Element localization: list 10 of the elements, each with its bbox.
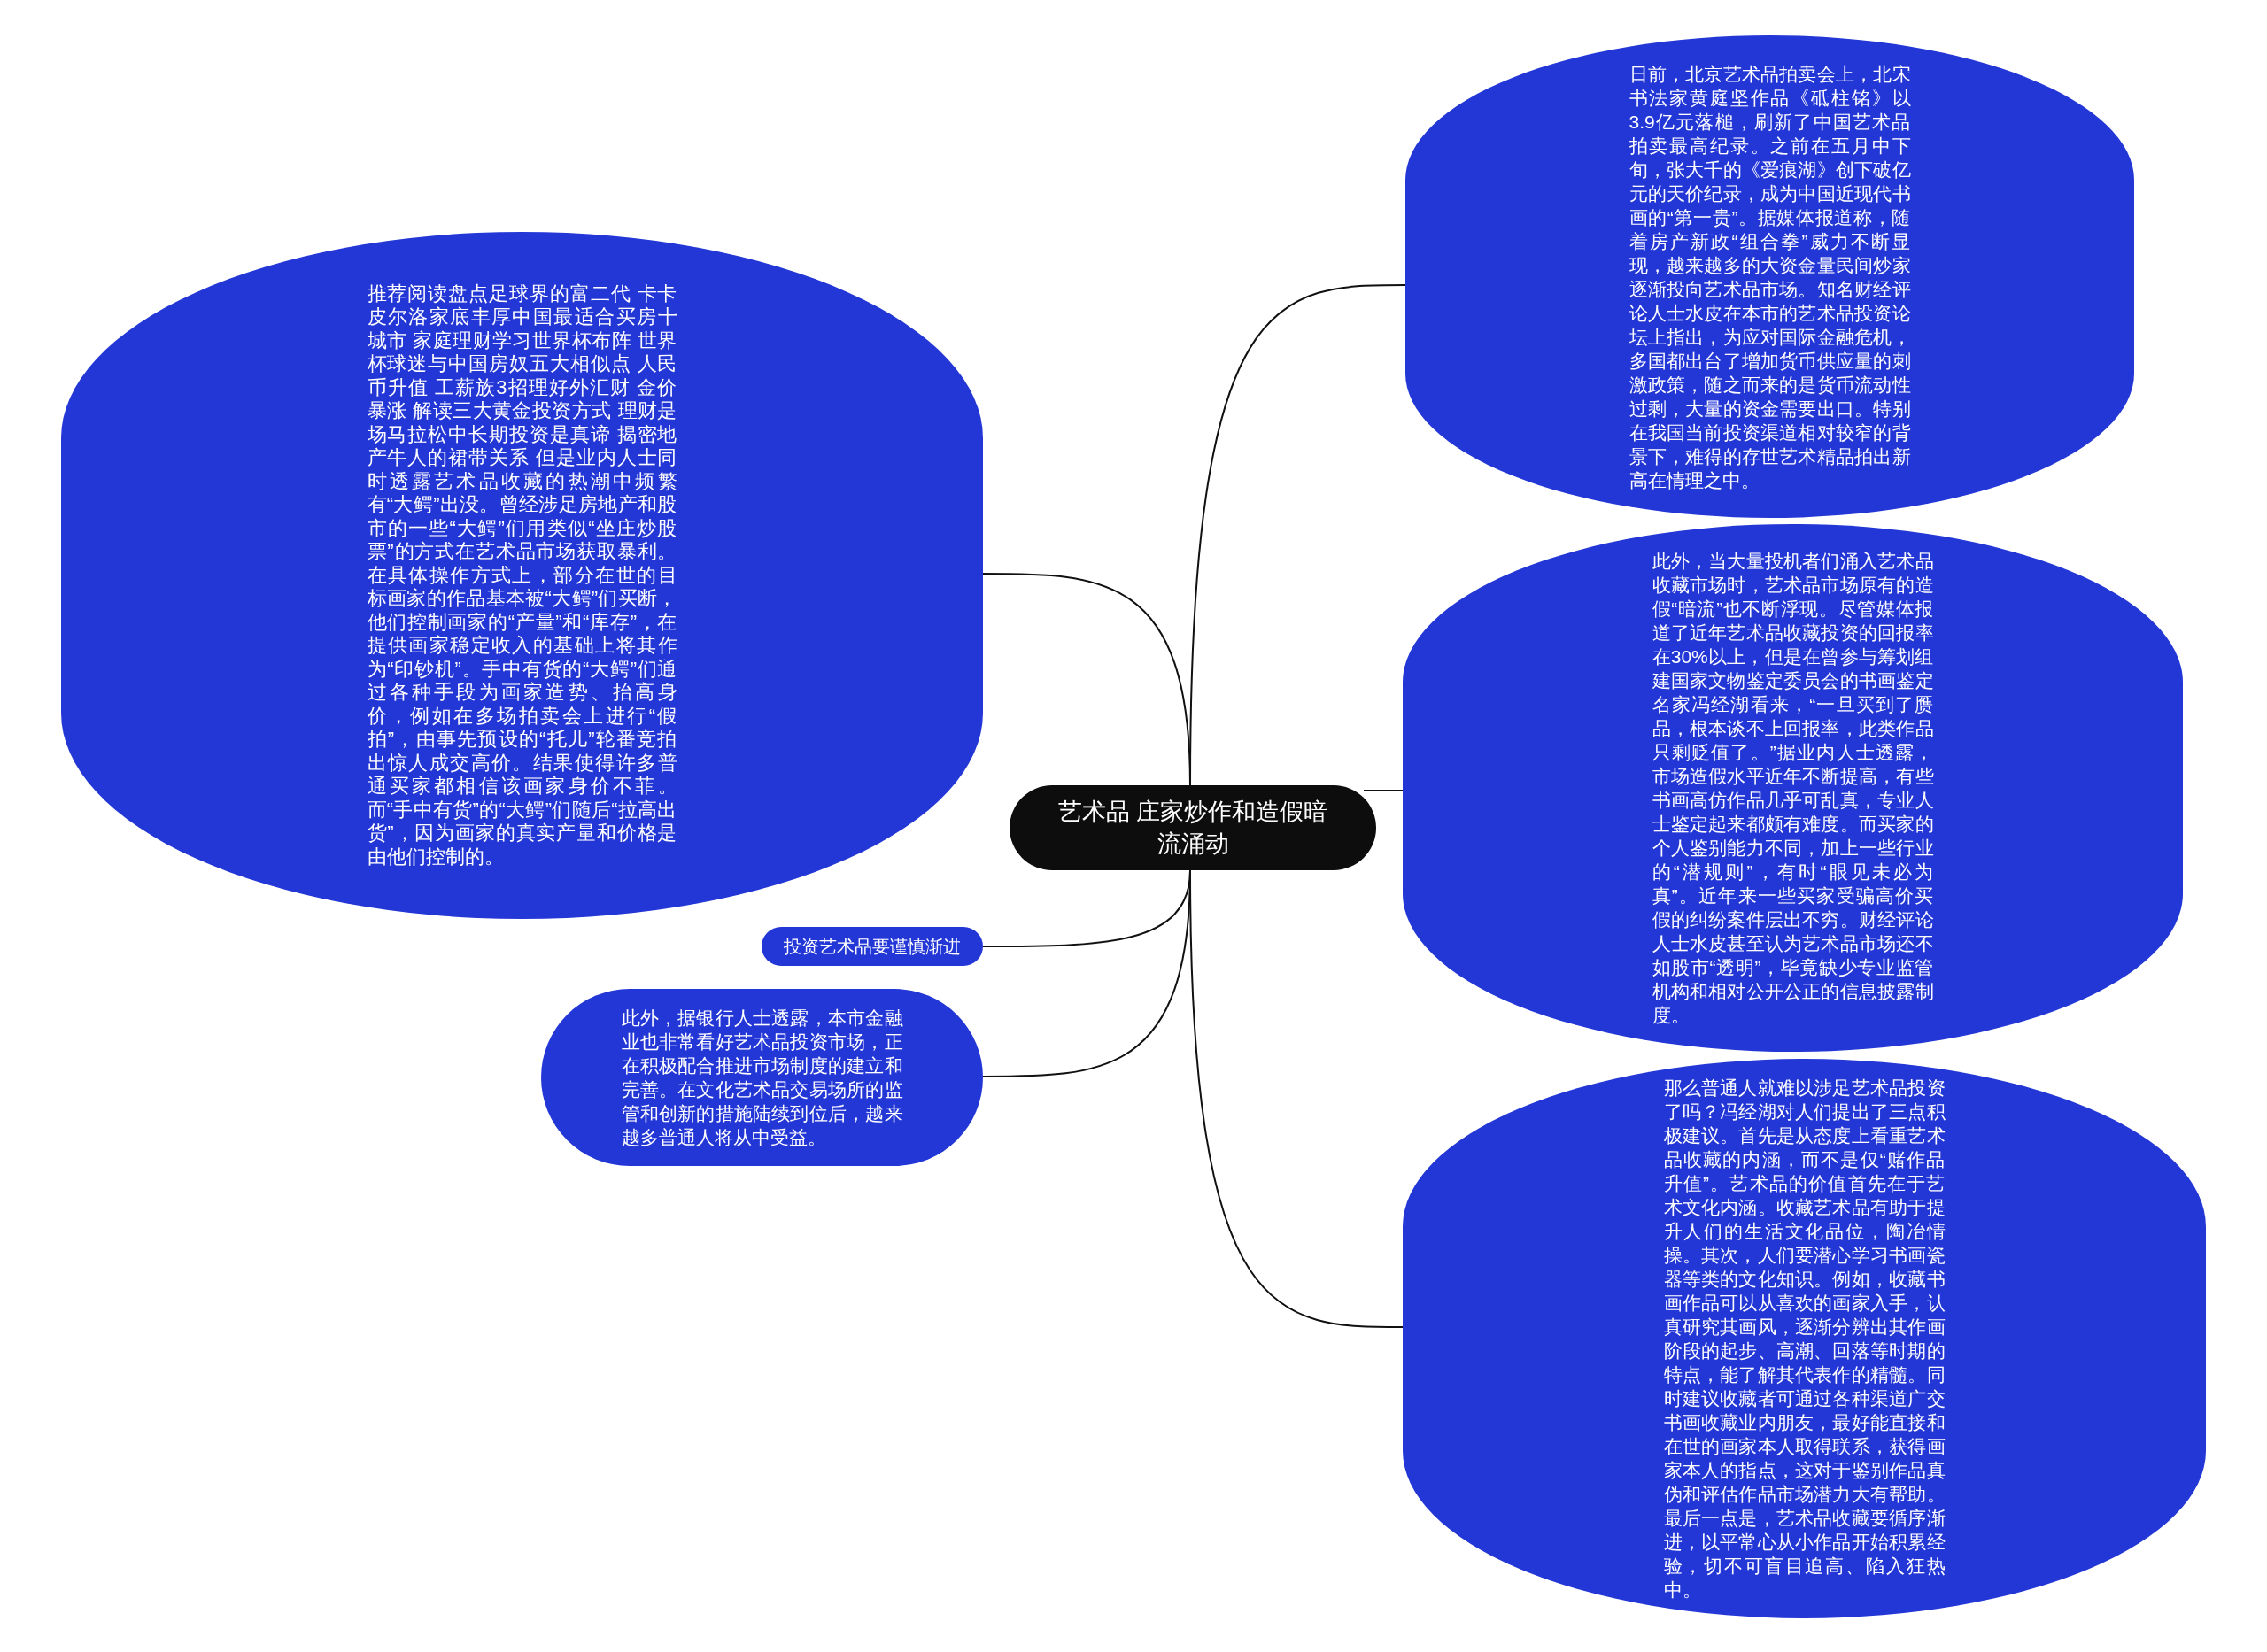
topic-text: 此外，据银行人士透露，本市金融业也非常看好艺术品投资市场，正在积极配合推进市场制度的建立和完善。在文化艺术品交易场所的监管和创新的措施陆续到位后，越来越多普通人将从中受益。: [621, 1007, 903, 1149]
topic-text: 投资艺术品要谨慎渐进: [783, 936, 962, 958]
connector-line: [1189, 284, 1406, 786]
topic-bubble: [762, 927, 983, 966]
topic-text: 日前，北京艺术品拍卖会上，北宋书法家黄庭坚作品《砥柱铭》以3.9亿元落槌，刷新了中国艺术品拍卖最高纪录。之前在五月中下旬，张大千的《爱痕湖》创下破亿元的天价纪录，成为中国近现代书画的“第一贵”。据媒体报道称，随着房产新政“组合拳”威力不断显现，越来越多的大资金量民间炒家逐渐投向艺术品市场。知名财经评论人士水皮在本市的艺术品投资论坛上指出，为应对国际金融危机，多国都出台了增加货币供应量的刺激政策，随之而来的是货币流动性过剩，大量的资金需要出口。特别在我国当前投资渠道相对较窄的背景下，难得的存世艺术精品拍出新高在情理之中。: [1629, 62, 1911, 492]
topic-text: 那么普通人就难以涉足艺术品投资了吗？冯经湖对人们提出了三点积极建议。首先是从态度上看重艺术品收藏的内涵，而不是仅“赌作品升值”。艺术品的价值首先在于艺术文化内涵。收藏艺术品有助于提升人们的生活文化品位，陶冶情操。其次，人们要潜心学习书画瓷器等类的文化知识。例如，收藏书画作品可以从喜欢的画家入手，认真研究其画风，逐渐分辨出其作画阶段的起步、高潮、回落等时期的特点，能了解其代表作的精髓。同时建议收藏者可通过各种渠道广交书画收藏业内朋友，最好能直接和在世的画家本人取得联系，获得画家本人的指点，这对于鉴别作品真伪和评估作品市场潜力大有帮助。最后一点是，艺术品收藏要循序渐进，以平常心从小作品开始积累经验，切不可盲目追高、陷入狂热中。: [1663, 1077, 1946, 1602]
connector-line: [1363, 790, 1404, 791]
topic-text: 推荐阅读盘点足球界的富二代 卡卡皮尔洛家底丰厚中国最适合买房十城市 家庭理财学习世界杯布阵 世界杯球迷与中国房奴五大相似点 人民币升值 工薪族3招理好外汇财 金价暴涨 解读三大黄金投资方式 理财是场马拉松中长期投资是真谛 揭密地产牛人的裙带关系 但是业内人士同时透露艺术品收藏的热潮中频繁有“大鳄”出没。曾经涉足房地产和股市的一些“大鳄”们用类似“坐庄炒股票”的方式在艺术品市场获取暴利。在具体操作方式上，部分在世的目标画家的作品基本被“大鳄”们买断，他们控制画家的“产量”和“库存”，在提供画家稳定收入的基础上将其作为“印钞机”。手中有货的“大鳄”们通过各种手段为画家造势、抬高身价，例如在多场拍卖会上进行“假拍”，由事先预设的“托儿”轮番竞拍出惊人成交高价。结果使得许多普通买家都相信该画家身价不菲。而“手中有货”的“大鳄”们随后“拉高出货”，因为画家的真实产量和价格是由他们控制的。: [367, 282, 677, 869]
topic-title: 艺术品 庄家炒作和造假暗流涌动: [1056, 798, 1329, 859]
topic-text: 此外，当大量投机者们涌入艺术品收藏市场时，艺术品市场原有的造假“暗流”也不断浮现。尽管媒体报道了近年艺术品收藏投资的回报率在30%以上，但是在曾参与筹划组建国家文物鉴定委员会的书画鉴定名家冯经湖看来，“一旦买到了赝品，根本谈不上回报率，此类作品只剩贬值了。”据业内人士透露，市场造假水平近年不断提高，有些书画高仿作品几乎可乱真，专业人士鉴定起来都颇有难度。而买家的个人鉴别能力不同，加上一些行业的“潜规则”，有时“眼见未必为真”。近年来一些买家受骗高价买假的纠纷案件层出不穷。财经评论人士水皮甚至认为艺术品市场还不如股市“透明”，毕竟缺少专业监管机构和相对公开公正的信息披露制度。: [1652, 550, 1934, 1027]
